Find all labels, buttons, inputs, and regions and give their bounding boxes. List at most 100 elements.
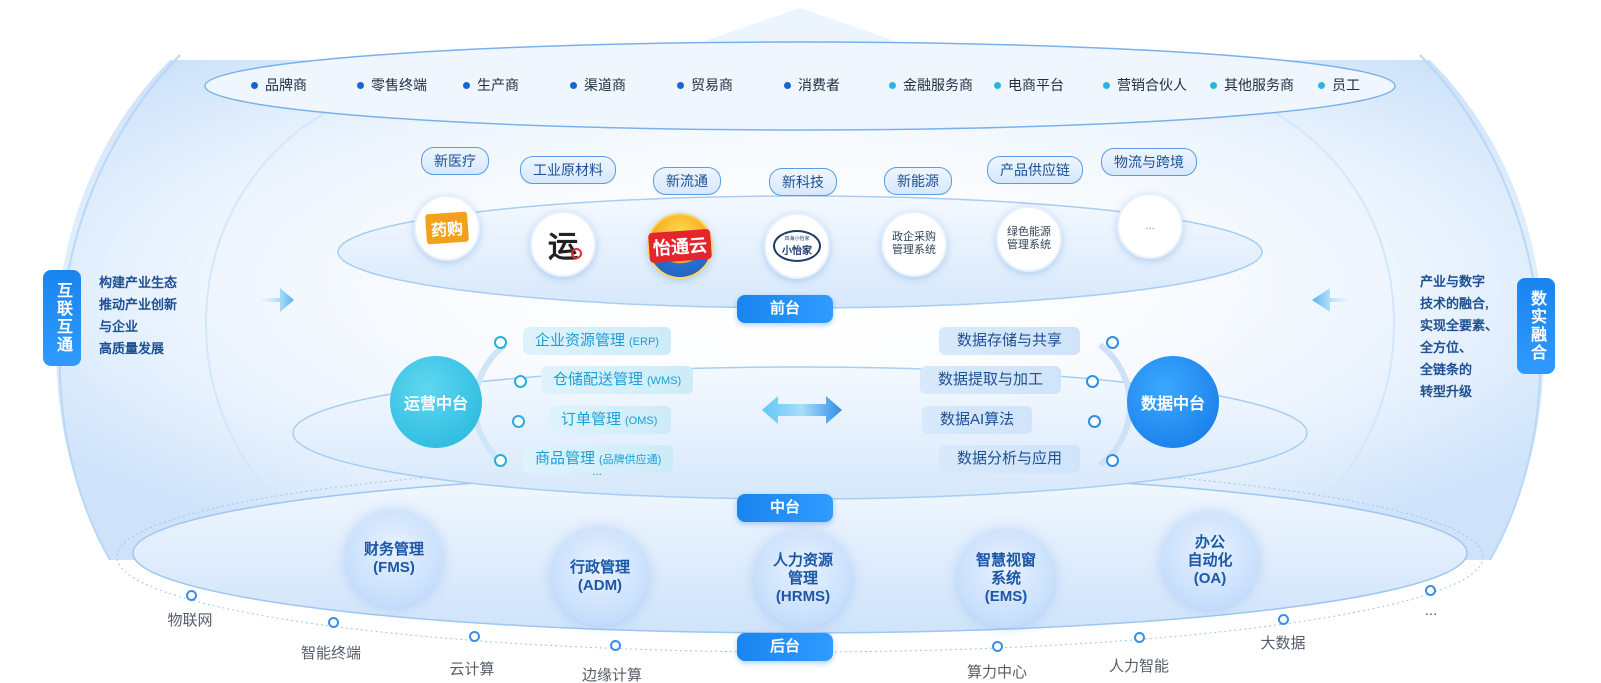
audience-item[interactable]: 贸易商 xyxy=(677,75,733,95)
back-system-circle[interactable]: 智慧视窗系统(EMS) xyxy=(958,531,1054,627)
erp-item[interactable]: 企业资源管理(ERP) xyxy=(523,327,671,355)
industry-tag[interactable]: 新能源 xyxy=(884,167,952,195)
audience-label: 零售终端 xyxy=(371,77,427,93)
wms-code: (WMS) xyxy=(647,375,682,387)
tech-label: 算力中心 xyxy=(966,664,1028,681)
right-inflow-arrow xyxy=(1312,288,1352,312)
audience-item[interactable]: 员工 xyxy=(1318,75,1360,95)
audience-item[interactable]: 营销合伙人 xyxy=(1103,75,1187,95)
xiaoyijia-logo[interactable]: 四海小怡家 小怡家 xyxy=(764,213,830,279)
back-system-label: 办公自动化(OA) xyxy=(1187,534,1232,588)
data-storage-item[interactable]: 数据存储与共享 xyxy=(939,327,1081,355)
tech-node-icon xyxy=(186,590,197,601)
left-side-line: 构建产业生态 xyxy=(99,275,178,290)
audience-dot-icon xyxy=(677,81,684,89)
xiaoyijia-text: 小怡家 xyxy=(782,246,812,257)
yun-logo[interactable]: 运 xyxy=(530,211,596,277)
inner-left-edge xyxy=(205,109,331,521)
audience-dot-icon xyxy=(570,81,577,89)
yaogou-logo-text: 药购 xyxy=(424,211,469,245)
back-system-circle[interactable]: 办公自动化(OA) xyxy=(1162,513,1258,609)
back-system-label: 行政管理(ADM) xyxy=(570,559,630,595)
wms-label: 仓储配送管理 xyxy=(553,371,644,388)
product-mgmt-code: (品牌供应通) xyxy=(599,454,662,466)
left-side-line: 推动产业创新 xyxy=(99,297,178,312)
audience-label: 消费者 xyxy=(798,77,840,93)
audience-item[interactable]: 电商平台 xyxy=(994,75,1064,95)
right-side-line: 实现全要素、 xyxy=(1420,318,1499,333)
tech-label: 云计算 xyxy=(449,661,495,678)
wms-ring-icon xyxy=(514,375,527,388)
more-products[interactable]: ... xyxy=(1117,193,1183,259)
tech-node-icon xyxy=(1134,632,1145,643)
tech-label: 大数据 xyxy=(1260,635,1306,652)
industry-tag[interactable]: 新医疗 xyxy=(421,147,489,175)
back-system-circle[interactable]: 财务管理(FMS) xyxy=(346,511,442,607)
back-tier-button[interactable]: 后台 xyxy=(737,633,833,661)
data-ai-ring-icon xyxy=(1088,415,1101,428)
industry-tag[interactable]: 产品供应链 xyxy=(987,156,1083,184)
oms-label: 订单管理 xyxy=(561,411,622,428)
back-system-label: 人力资源管理(HRMS) xyxy=(773,552,833,606)
audience-label: 品牌商 xyxy=(265,77,307,93)
audience-item[interactable]: 生产商 xyxy=(463,75,519,95)
audience-label: 生产商 xyxy=(477,77,519,93)
back-system-label-line: (ADM) xyxy=(577,577,623,594)
erp-ring-icon xyxy=(494,336,507,349)
tech-label: 人力智能 xyxy=(1108,658,1170,675)
tech-label: ... xyxy=(1424,602,1438,619)
operations-platform-circle[interactable]: 运营中台 xyxy=(390,356,482,448)
audience-item[interactable]: 品牌商 xyxy=(251,75,307,95)
industry-tag[interactable]: 新科技 xyxy=(769,168,837,196)
data-analysis-item[interactable]: 数据分析与应用 xyxy=(939,445,1081,473)
audience-dot-icon xyxy=(889,81,896,89)
audience-label: 金融服务商 xyxy=(903,77,973,93)
data-extraction-item[interactable]: 数据提取与加工 xyxy=(920,366,1062,394)
industry-tag[interactable]: 物流与跨境 xyxy=(1101,148,1197,176)
audience-label: 员工 xyxy=(1332,77,1360,93)
tech-node-icon xyxy=(1278,614,1289,625)
audience-item[interactable]: 零售终端 xyxy=(357,75,427,95)
back-system-label-line: 自动化 xyxy=(1187,552,1233,569)
audience-label: 贸易商 xyxy=(691,77,733,93)
back-system-circle[interactable]: 人力资源管理(HRMS) xyxy=(755,531,851,627)
back-system-label: 智慧视窗系统(EMS) xyxy=(976,552,1036,606)
xiaoyijia-small-text: 四海小怡家 xyxy=(784,236,810,242)
data-platform-circle[interactable]: 数据中台 xyxy=(1127,356,1219,448)
back-system-label: 财务管理(FMS) xyxy=(364,541,424,577)
green-energy-logo[interactable]: 绿色能源管理系统 xyxy=(996,206,1062,272)
right-side-description: 产业与数字 技术的融合, 实现全要素、 全方位、 全链条的 转型升级 xyxy=(1420,271,1498,403)
front-tier-button[interactable]: 前台 xyxy=(737,295,833,323)
right-side-tag: 数实融合 xyxy=(1517,278,1555,374)
procurement-system-logo[interactable]: 政企采购管理系统 xyxy=(881,211,947,277)
yaogou-logo[interactable]: 药购 xyxy=(414,195,480,261)
yitongyun-logo[interactable]: 怡通云 xyxy=(647,213,713,279)
middle-tier-button[interactable]: 中台 xyxy=(737,494,833,522)
erp-label: 企业资源管理 xyxy=(535,332,626,349)
back-system-label-line: (HRMS) xyxy=(775,588,831,605)
audience-item[interactable]: 渠道商 xyxy=(570,75,626,95)
audience-item[interactable]: 金融服务商 xyxy=(889,75,973,95)
oms-item[interactable]: 订单管理(OMS) xyxy=(549,406,672,434)
oms-code: (OMS) xyxy=(625,415,658,427)
audience-item[interactable]: 其他服务商 xyxy=(1210,75,1294,95)
right-side-line: 全链条的 xyxy=(1420,362,1473,377)
industry-tag[interactable]: 新流通 xyxy=(653,167,721,195)
industry-tag[interactable]: 工业原材料 xyxy=(520,156,616,184)
back-system-label-line: 人力资源 xyxy=(772,552,833,569)
audience-label: 渠道商 xyxy=(584,77,626,93)
left-inflow-arrow xyxy=(258,288,294,312)
audience-dot-icon xyxy=(784,81,791,89)
procurement-system-text: 政企采购管理系统 xyxy=(892,231,936,256)
audience-item[interactable]: 消费者 xyxy=(784,75,840,95)
back-system-label-line: 系统 xyxy=(990,570,1021,587)
back-system-circle[interactable]: 行政管理(ADM) xyxy=(552,529,648,625)
oms-ring-icon xyxy=(512,415,525,428)
tech-node-icon xyxy=(992,641,1003,652)
product-mgmt-item[interactable]: 商品管理(品牌供应通) xyxy=(523,445,674,473)
wms-item[interactable]: 仓储配送管理(WMS) xyxy=(541,366,694,394)
data-ai-item[interactable]: 数据AI算法 xyxy=(922,406,1033,434)
data-storage-ring-icon xyxy=(1106,336,1119,349)
back-system-label-line: 办公 xyxy=(1194,534,1225,551)
tech-node-icon xyxy=(610,640,621,651)
